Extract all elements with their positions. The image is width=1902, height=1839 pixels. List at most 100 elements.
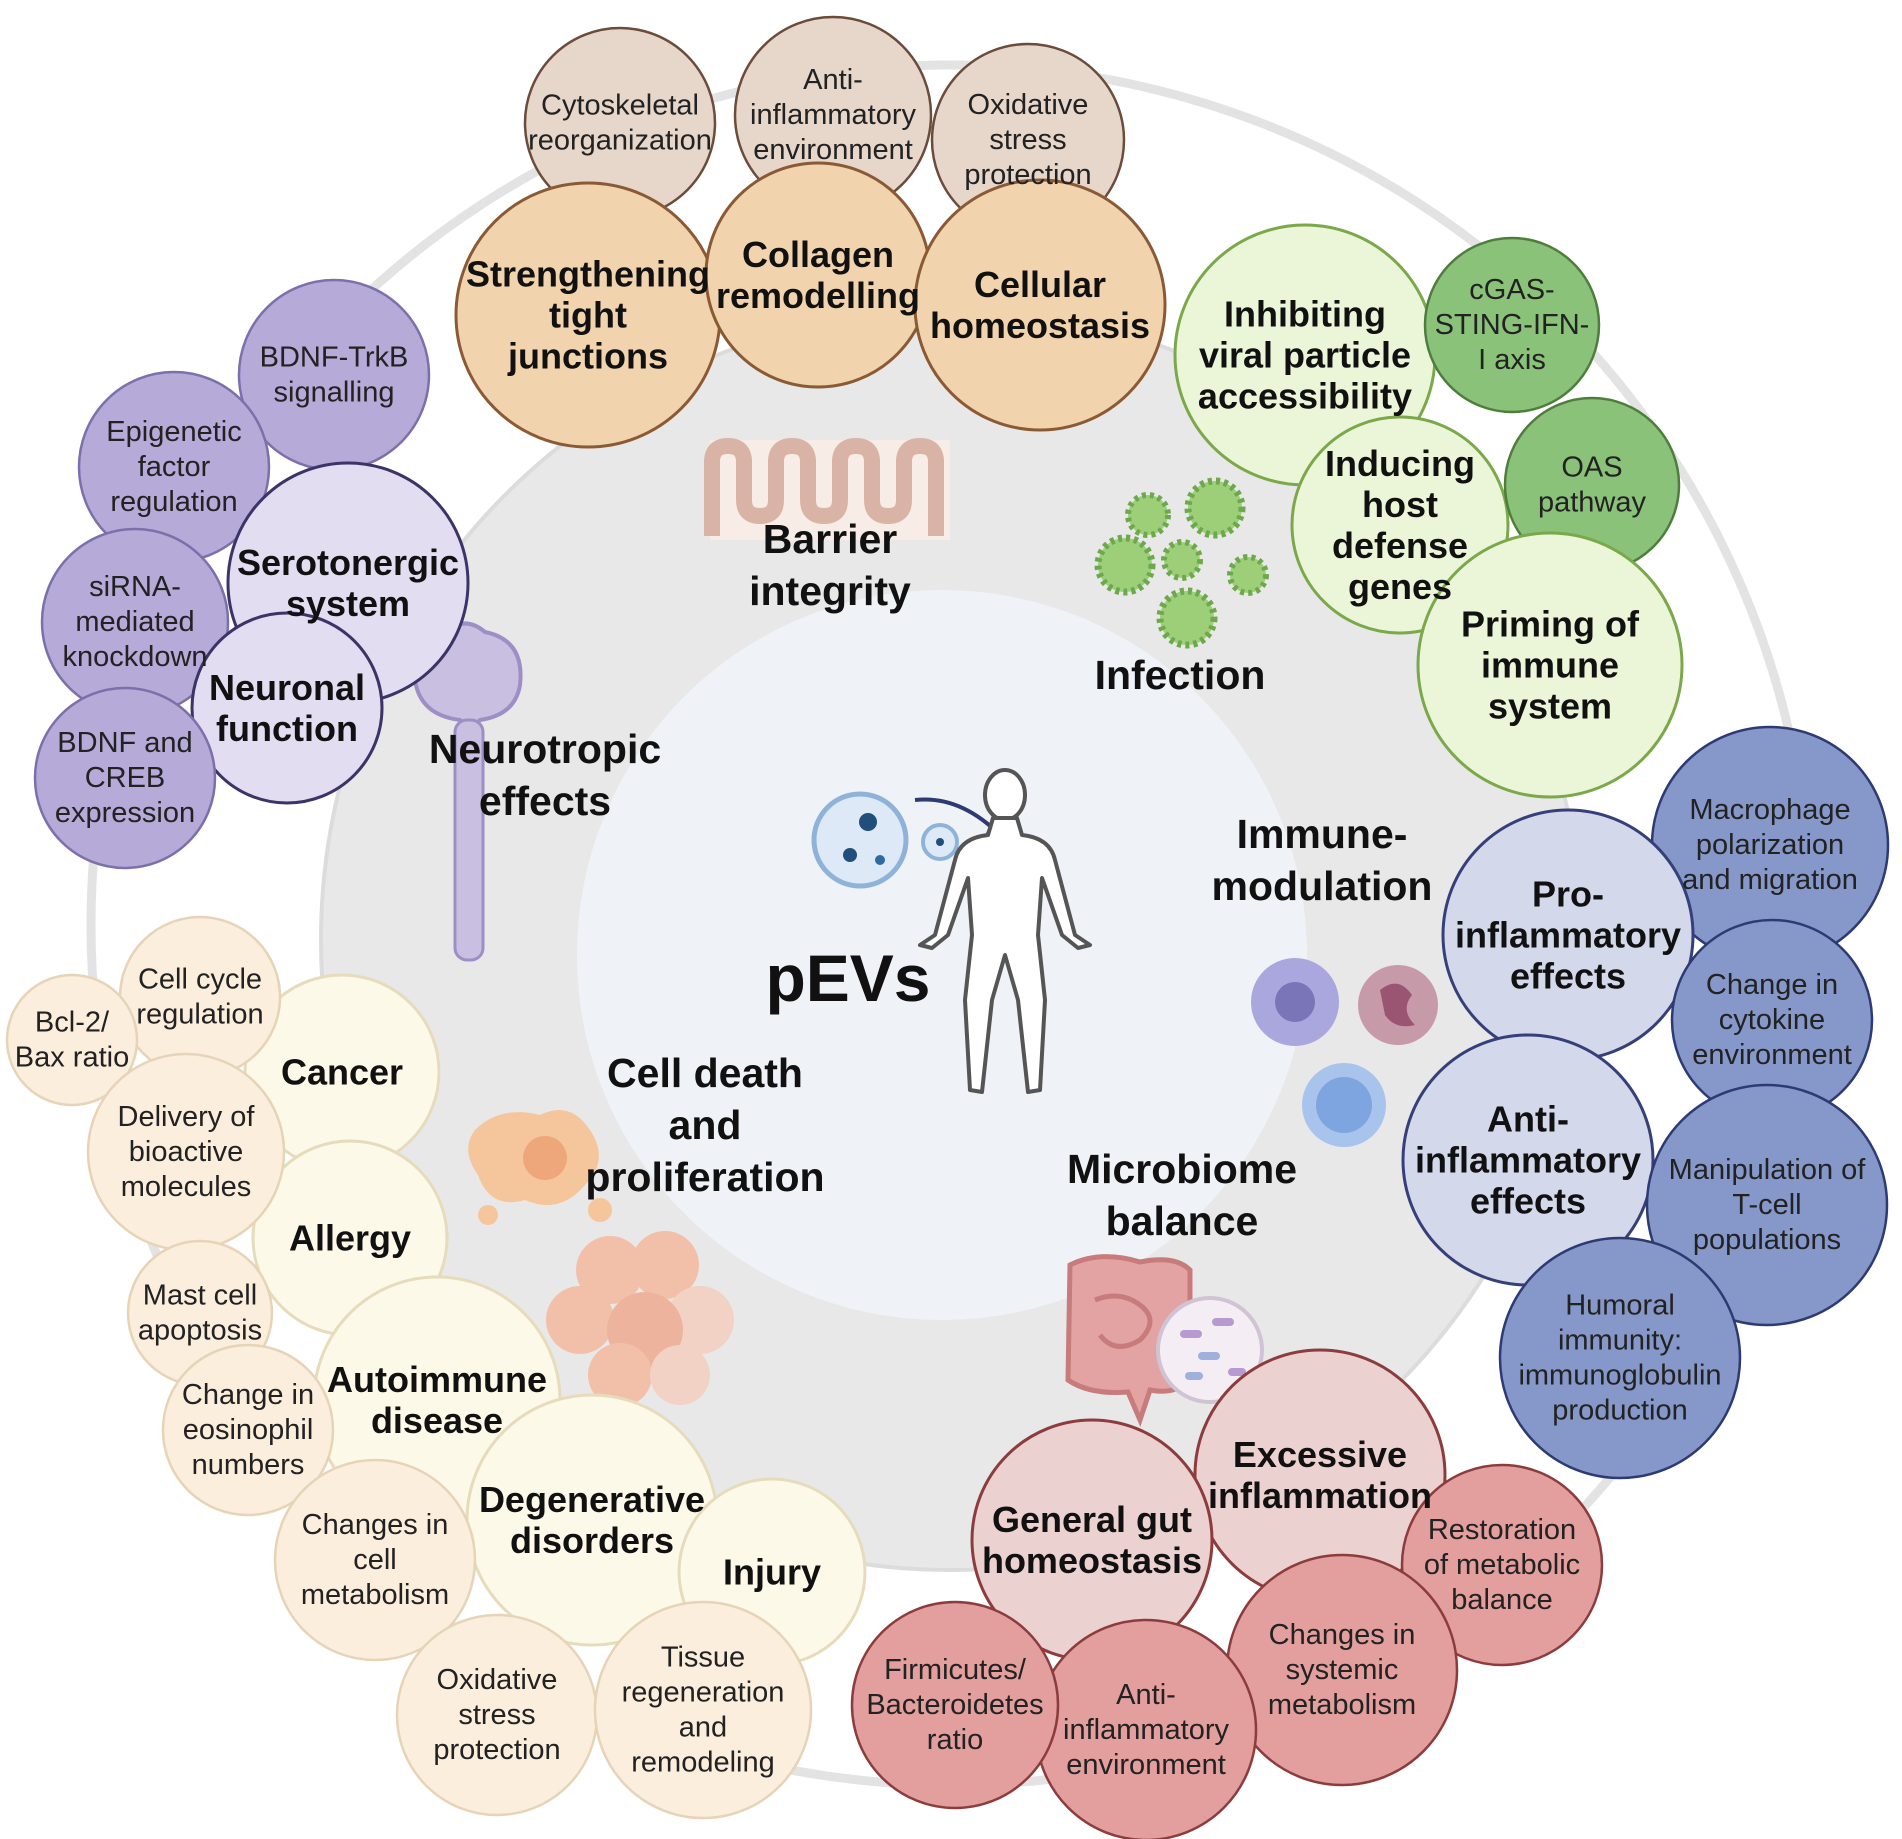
cell-cluster-icon [468, 1110, 734, 1407]
firmicutes-label: Firmicutes/ [884, 1654, 1027, 1686]
anti-inflam-effects-label: Anti- [1487, 1099, 1569, 1140]
allergy-label: Allergy [289, 1218, 411, 1259]
bdnf-creb-label: CREB [85, 762, 166, 794]
tissue-regen-bubble [593, 1600, 813, 1820]
bcl2-bubble [5, 973, 139, 1107]
tight-junctions-label: Strengthening [466, 254, 710, 295]
human-figure-icon [918, 768, 1092, 1094]
brain-spinal-cord-icon [412, 621, 523, 962]
serotonergic-label: system [286, 583, 410, 624]
anti-inflam-env-1-label: inflammatory [750, 99, 916, 131]
epigenetic-label: factor [138, 451, 211, 483]
oas-label: OAS [1561, 452, 1622, 484]
neuronal-label: function [216, 708, 358, 749]
degenerative-label: disorders [510, 1520, 674, 1561]
bdnf-trkb-label: BDNF-TrkB [260, 342, 409, 374]
anti-inflam-env-2-label: Anti- [1116, 1679, 1176, 1711]
macrophage-label: and migration [1682, 864, 1858, 896]
cytokine-label: cytokine [1719, 1004, 1825, 1036]
pro-inflam-label: Pro- [1532, 874, 1604, 915]
tight-junctions-label: junctions [507, 336, 668, 377]
cell-cycle-label: regulation [136, 999, 263, 1031]
oxidative-2-label: Oxidative [437, 1664, 558, 1696]
delivery-label: Delivery of [118, 1101, 256, 1133]
homeostasis-label: homeostasis [930, 305, 1150, 346]
cytoskeletal-label: Cytoskeletal [541, 90, 699, 122]
tcell-bubble [1645, 1083, 1889, 1327]
sirna-label: mediated [75, 606, 194, 638]
tissue-regen-label: remodeling [631, 1747, 774, 1779]
eosinophil-label: Change in [182, 1379, 314, 1411]
immune-cells-icon [1251, 958, 1438, 1147]
firmicutes-bubble [850, 1600, 1060, 1810]
tcell-label: populations [1693, 1224, 1841, 1256]
epigenetic-label: Epigenetic [106, 416, 241, 448]
serotonergic-label: Serotonergic [237, 542, 459, 583]
eosinophil-label: numbers [192, 1449, 305, 1481]
cell-metab-label: metabolism [301, 1579, 449, 1611]
inner-ring [577, 590, 1307, 1320]
gut-homeostasis-label: General gut [992, 1499, 1192, 1540]
mast-cell-label: apoptosis [138, 1315, 262, 1347]
mast-cell-label: Mast cell [143, 1280, 257, 1312]
excessive-inflam-label: Excessive [1233, 1434, 1407, 1475]
restoration-label: Restoration [1428, 1514, 1576, 1546]
bdnf-trkb-bubble [237, 278, 431, 472]
neuro-category-label: effects [479, 778, 611, 824]
degenerative-label: Degenerative [479, 1479, 705, 1520]
bdnf-trkb-label: signalling [274, 377, 395, 409]
injury-label: Injury [723, 1552, 821, 1593]
tissue-regen-label: and [679, 1712, 727, 1744]
cgas-bubble [1423, 236, 1601, 414]
oxidative-1-label: Oxidative [968, 89, 1089, 121]
microbiome-category-label: balance [1106, 1198, 1259, 1244]
collagen-label: Collagen [742, 234, 894, 275]
priming-label: Priming of [1461, 604, 1640, 645]
host-defense-label: genes [1348, 566, 1452, 607]
immune-category-label: Immune- [1237, 811, 1408, 857]
gut-homeostasis-label: homeostasis [982, 1540, 1202, 1581]
cell-cycle-bubble [118, 915, 282, 1079]
oxidative-1-label: protection [964, 159, 1091, 191]
barrier-category-label: Barrier [763, 516, 898, 562]
macrophage-label: Macrophage [1689, 794, 1850, 826]
anti-inflam-env-1-label: environment [753, 134, 913, 166]
pro-inflam-label: effects [1510, 956, 1626, 997]
tcell-label: Manipulation of [1669, 1154, 1867, 1186]
neuro-category-label: Neurotropic [429, 726, 661, 772]
priming-label: system [1488, 686, 1612, 727]
host-defense-label: host [1362, 484, 1438, 525]
cell-cycle-label: Cell cycle [138, 964, 262, 996]
autoimmune-label: Autoimmune [327, 1359, 547, 1400]
bcl2-label: Bax ratio [15, 1042, 129, 1074]
oxidative-1-label: stress [989, 124, 1066, 156]
virus-particles-icon [1094, 477, 1269, 649]
host-defense-label: defense [1332, 525, 1468, 566]
priming-label: immune [1481, 645, 1619, 686]
cell-metab-bubble [273, 1458, 477, 1662]
priming-bubble [1416, 531, 1684, 799]
macrophage-label: polarization [1696, 829, 1844, 861]
systemic-metab-label: metabolism [1268, 1689, 1416, 1721]
tight-junctions-label: tight [549, 295, 627, 336]
humoral-label: immunity: [1558, 1325, 1682, 1357]
viral-access-label: viral particle [1199, 335, 1411, 376]
oxidative-2-label: stress [458, 1699, 535, 1731]
infection-category-label: Infection [1095, 652, 1266, 698]
restoration-label: of metabolic [1424, 1549, 1580, 1581]
sirna-label: siRNA- [89, 571, 181, 603]
firmicutes-label: Bacteroidetes [866, 1689, 1043, 1721]
anti-inflam-env-1-label: Anti- [803, 64, 863, 96]
vesicle-icon [811, 791, 1006, 889]
sirna-label: knockdown [62, 641, 207, 673]
bdnf-creb-bubble [33, 686, 217, 870]
anti-inflam-env-2-label: inflammatory [1063, 1714, 1229, 1746]
celldeath-category-label: Cell death [607, 1050, 803, 1096]
tcell-label: T-cell [1732, 1189, 1801, 1221]
cytokine-label: Change in [1706, 969, 1838, 1001]
epigenetic-label: regulation [110, 486, 237, 518]
viral-access-label: accessibility [1198, 376, 1412, 417]
eosinophil-bubble [161, 1343, 335, 1517]
neuronal-bubble [190, 611, 384, 805]
oas-label: pathway [1538, 487, 1647, 519]
